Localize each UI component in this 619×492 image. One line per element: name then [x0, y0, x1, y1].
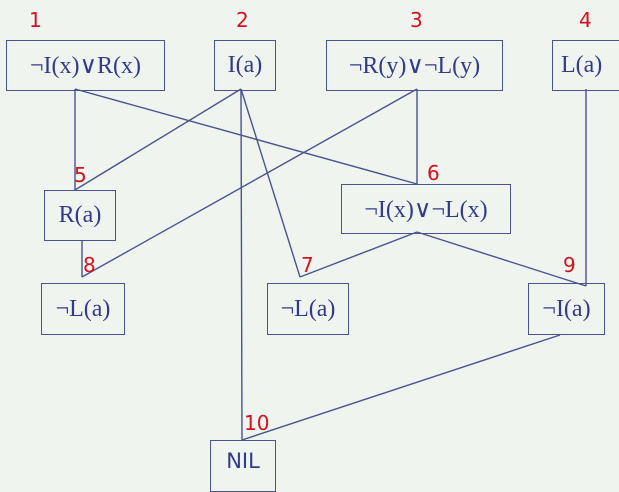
node-2: I(a): [214, 40, 276, 91]
node-number-10: 10: [244, 411, 270, 435]
edge-2-10: [240, 88, 243, 441]
node-number-2: 2: [236, 8, 249, 32]
edge-2-7: [240, 88, 301, 278]
edge-6-7: [299, 231, 418, 278]
node-number-3: 3: [410, 8, 423, 32]
node-number-7: 7: [301, 253, 314, 277]
node-5: R(a): [44, 190, 116, 241]
edge-3-8: [81, 88, 418, 278]
node-number-5: 5: [74, 163, 87, 187]
node-4: L(a): [552, 40, 619, 91]
node-3: ¬R(y)∨¬L(y): [326, 40, 503, 91]
edge-1-6: [74, 88, 418, 185]
node-10: NIL: [210, 440, 276, 492]
edge-layer: [74, 88, 587, 441]
node-8: ¬L(a): [41, 283, 125, 335]
edge-9-10: [241, 334, 561, 441]
node-number-4: 4: [579, 8, 592, 32]
node-6: ¬I(x)∨¬L(x): [341, 184, 511, 234]
node-1: ¬I(x)∨R(x): [6, 40, 165, 91]
edge-6-9: [416, 231, 587, 287]
node-9: ¬I(a): [528, 283, 605, 335]
node-number-8: 8: [83, 253, 96, 277]
node-number-9: 9: [563, 253, 576, 277]
node-7: ¬L(a): [267, 283, 349, 335]
node-number-1: 1: [29, 8, 42, 32]
edge-2-5: [74, 88, 242, 191]
node-number-6: 6: [427, 161, 440, 185]
